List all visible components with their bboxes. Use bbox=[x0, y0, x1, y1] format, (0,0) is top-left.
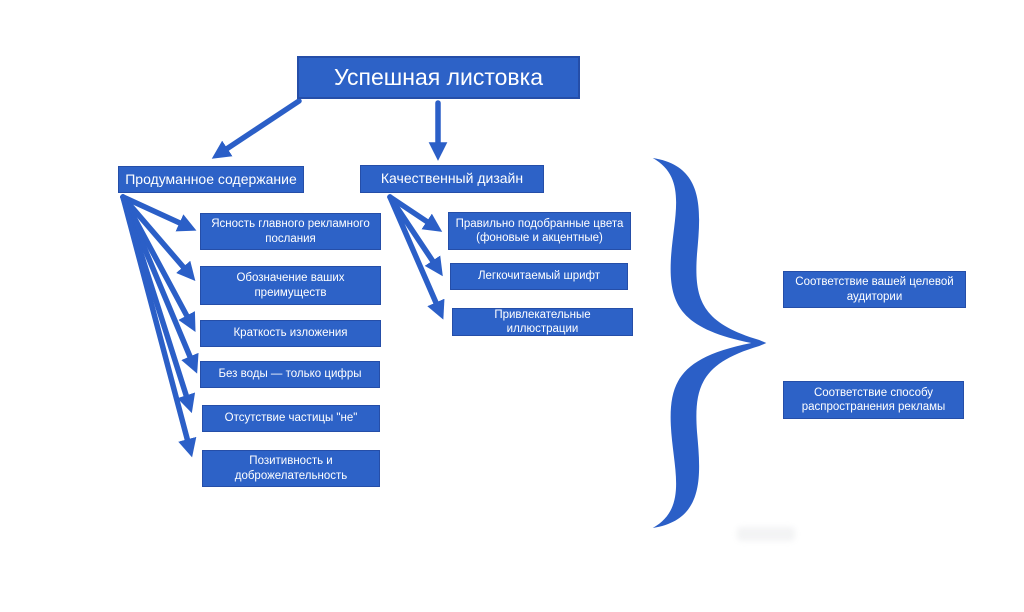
design-item-node: Правильно подобранные цвета (фоновые и а… bbox=[448, 212, 631, 250]
title-node: Успешная листовка bbox=[297, 56, 580, 99]
design-item-node: Легкочитаемый шрифт bbox=[450, 263, 628, 290]
arrow-design-item-1 bbox=[387, 194, 443, 232]
arrow-content-item-3 bbox=[120, 194, 196, 333]
design-item-node: Привлекательные иллюстрации bbox=[452, 308, 633, 336]
arrow-content-item-5 bbox=[120, 194, 196, 414]
watermark-smudge bbox=[737, 527, 795, 541]
design-branch-header: Качественный дизайн bbox=[360, 165, 544, 193]
arrow-design-item-3 bbox=[387, 194, 445, 320]
content-item-node: Отсутствие частицы "не" bbox=[202, 405, 380, 432]
arrow-content-item-2 bbox=[120, 194, 196, 282]
content-item-node: Позитивность и доброжелательность bbox=[202, 450, 380, 487]
content-item-node: Без воды — только цифры bbox=[200, 361, 380, 388]
result-node: Соответствие способу распространения рек… bbox=[783, 381, 964, 419]
arrow-content-item-6 bbox=[120, 194, 197, 458]
content-branch-header: Продуманное содержание bbox=[118, 166, 304, 193]
curly-brace-icon bbox=[652, 158, 767, 528]
arrow-design-item-2 bbox=[387, 194, 443, 277]
content-item-node: Обозначение ваших преимуществ bbox=[200, 266, 381, 305]
content-item-node: Краткость изложения bbox=[200, 320, 381, 347]
arrow-content-item-4 bbox=[120, 194, 199, 374]
arrow-content-item-1 bbox=[120, 194, 197, 232]
content-item-node: Ясность главного рекламного послания bbox=[200, 213, 381, 250]
arrow-title-to-content bbox=[211, 98, 302, 159]
result-node: Соответствие вашей целевой аудитории bbox=[783, 271, 966, 308]
